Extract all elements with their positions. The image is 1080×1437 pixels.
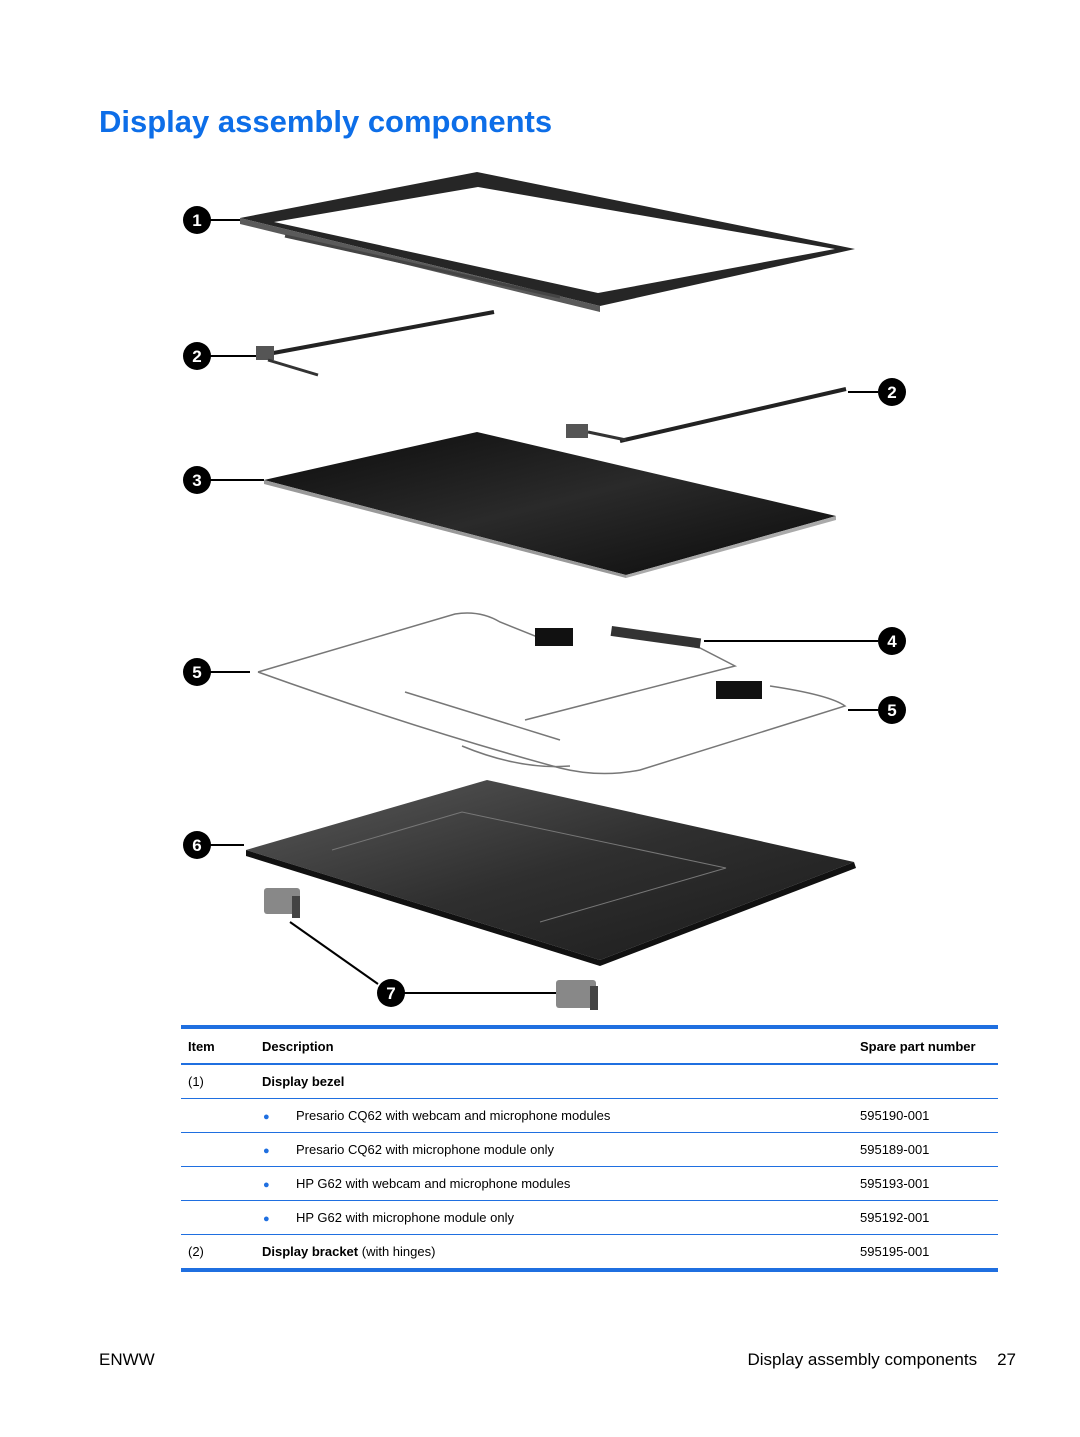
antenna-module-right-drawing — [716, 681, 762, 699]
callout-5-left-label: 5 — [192, 663, 201, 682]
footer-section-title: Display assembly components — [747, 1350, 978, 1369]
description-cell: ● Presario CQ62 with webcam and microphon… — [262, 1098, 860, 1133]
bullet-icon: ● — [263, 1145, 270, 1157]
spare-part-number: 595192-001 — [860, 1200, 998, 1235]
table-row: ● Presario CQ62 with microphone module on… — [181, 1132, 998, 1167]
description-text: Presario CQ62 with webcam and microphone… — [296, 1108, 611, 1123]
description-text: HP G62 with microphone module only — [296, 1210, 514, 1225]
item-number: (1) — [181, 1064, 262, 1099]
callout-2-left: 2 — [183, 342, 211, 370]
spare-part-number — [860, 1064, 998, 1099]
table-header-row: Item Description Spare part number — [181, 1027, 998, 1065]
table-row: ● HP G62 with microphone module only 5951… — [181, 1200, 998, 1235]
bullet-icon: ● — [263, 1213, 270, 1225]
callout-3: 3 — [183, 466, 211, 494]
description-cell: ● HP G62 with microphone module only — [262, 1200, 860, 1235]
column-header-spare-part-number: Spare part number — [860, 1027, 998, 1065]
callout-3-label: 3 — [192, 471, 201, 490]
column-header-item: Item — [181, 1027, 262, 1065]
display-panel-drawing — [264, 432, 836, 578]
table-row: (1) Display bezel — [181, 1064, 998, 1099]
callout-7-label: 7 — [386, 984, 395, 1003]
item-number — [181, 1132, 262, 1167]
description-cell: Display bezel — [262, 1064, 860, 1099]
callout-2-left-label: 2 — [192, 347, 201, 366]
footer-right: Display assembly components 27 — [747, 1350, 1016, 1370]
part-name: Display bracket — [262, 1244, 359, 1259]
display-bezel-drawing — [240, 172, 855, 312]
spare-part-number: 595195-001 — [860, 1244, 930, 1259]
column-header-description: Description — [262, 1027, 860, 1065]
part-name: Display bezel — [262, 1074, 345, 1089]
callout-5-right: 5 — [878, 696, 906, 724]
description-cell: Display bracket (with hinges) — [262, 1235, 860, 1271]
footer-left-label: ENWW — [99, 1350, 155, 1369]
exploded-diagram: 1 2 2 3 4 5 5 6 7 — [183, 172, 906, 1010]
item-number: (2) — [188, 1244, 204, 1259]
callout-7: 7 — [377, 979, 405, 1007]
display-back-cover-drawing — [246, 780, 856, 966]
description-text: Presario CQ62 with microphone module onl… — [296, 1142, 554, 1157]
bullet-icon: ● — [263, 1111, 270, 1123]
callout-6: 6 — [183, 831, 211, 859]
part-qualifier: (with hinges) — [361, 1244, 436, 1259]
table-row: ● HP G62 with webcam and microphone modul… — [181, 1166, 998, 1201]
hinge-cover-left-drawing — [264, 888, 300, 918]
table-row: ● Presario CQ62 with webcam and microphon… — [181, 1098, 998, 1133]
callout-5-right-label: 5 — [887, 701, 896, 720]
callout-1-label: 1 — [192, 211, 201, 230]
display-bracket-left-drawing — [256, 310, 495, 377]
antenna-module-left-drawing — [535, 628, 573, 646]
callout-2-right: 2 — [878, 378, 906, 406]
page-number: 27 — [997, 1350, 1016, 1369]
description-text: HP G62 with webcam and microphone module… — [296, 1176, 571, 1191]
description-cell: ● Presario CQ62 with microphone module on… — [262, 1132, 860, 1167]
callout-5-left: 5 — [183, 658, 211, 686]
spare-part-number: 595193-001 — [860, 1166, 998, 1201]
item-number — [181, 1200, 262, 1235]
display-bracket-right-drawing — [566, 387, 847, 443]
page-title: Display assembly components — [99, 104, 553, 139]
spare-parts-table: Item Description Spare part number (1) D… — [181, 1025, 998, 1272]
callout-1: 1 — [183, 206, 211, 234]
spare-part-number: 595190-001 — [860, 1098, 998, 1133]
table-row: (2) Display bracket (with hinges) 595195… — [181, 1235, 998, 1271]
webcam-module-drawing — [610, 626, 702, 649]
callout-6-label: 6 — [192, 836, 201, 855]
callout-4-label: 4 — [887, 632, 897, 651]
spare-part-number: 595189-001 — [860, 1132, 998, 1167]
item-number — [181, 1098, 262, 1133]
item-number — [181, 1166, 262, 1201]
bullet-icon: ● — [263, 1179, 270, 1191]
description-cell: ● HP G62 with webcam and microphone modul… — [262, 1166, 860, 1201]
callout-4: 4 — [878, 627, 906, 655]
hinge-cover-right-drawing — [556, 980, 598, 1010]
callout-2-right-label: 2 — [887, 383, 896, 402]
